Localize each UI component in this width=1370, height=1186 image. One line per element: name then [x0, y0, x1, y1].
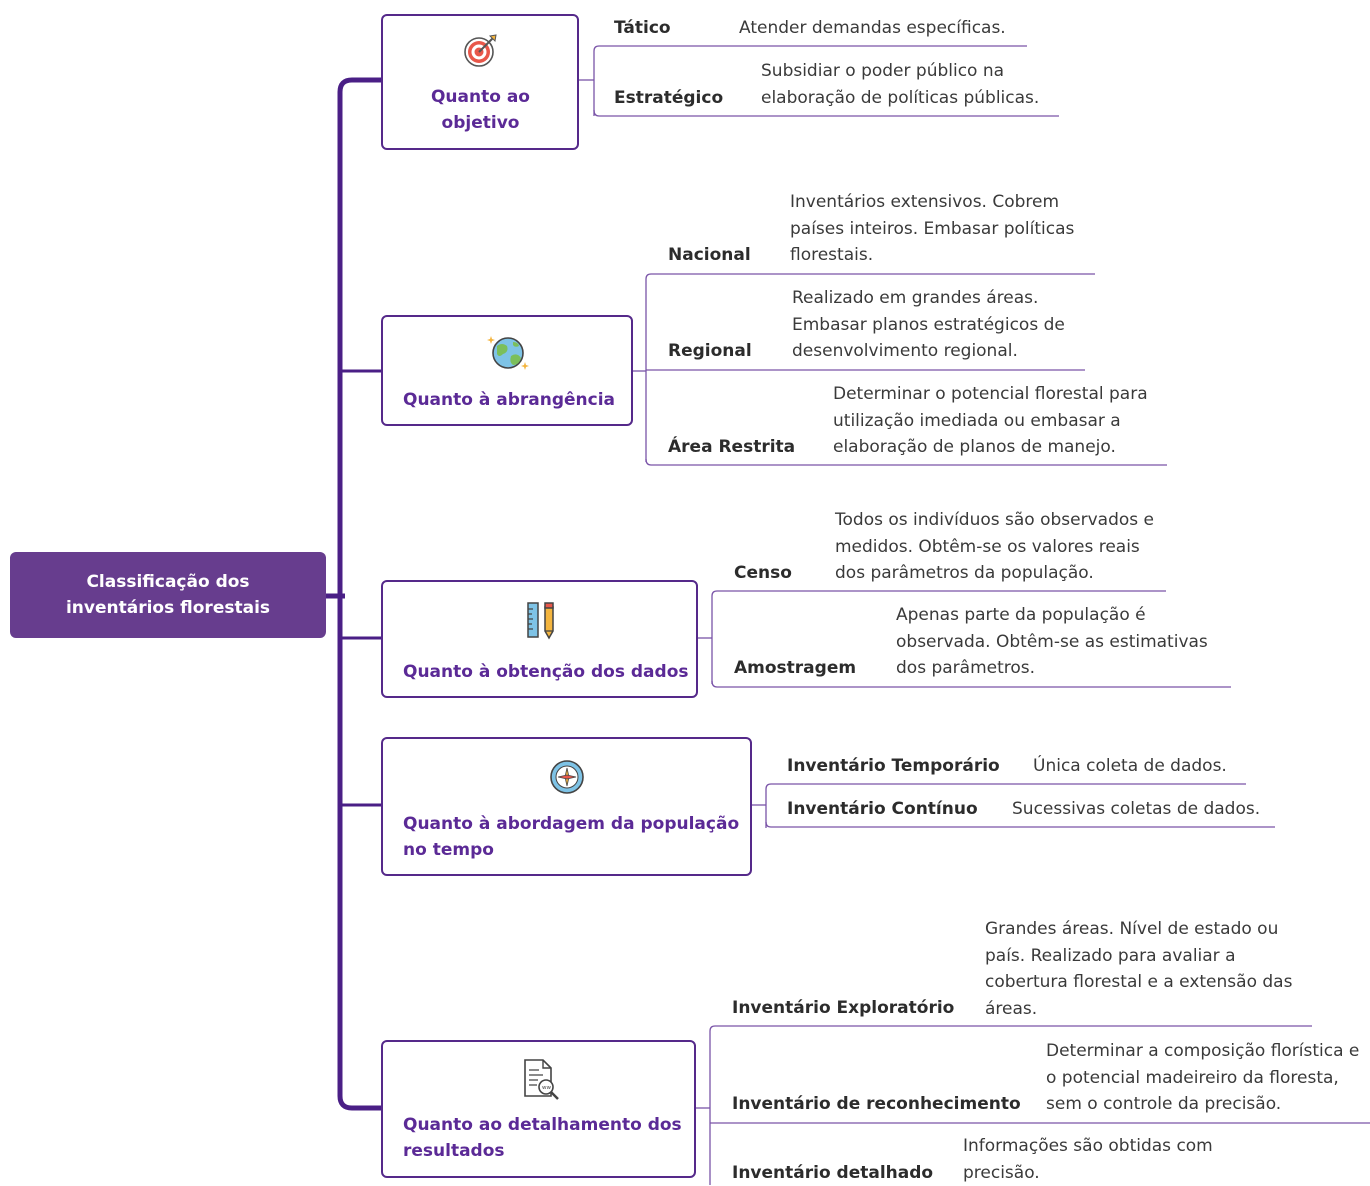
root-title: Classificação dos inventários florestais: [65, 572, 271, 618]
leaf-nacional[interactable]: Nacional: [668, 245, 751, 265]
branch-label: Quanto à obtenção dos dados: [403, 662, 689, 682]
leaf-estrategico[interactable]: Estratégico: [614, 88, 724, 108]
branch-objetivo[interactable]: Quanto ao objetivo: [381, 14, 579, 150]
leaf-continuo-desc: Sucessivas coletas de dados.: [1012, 799, 1261, 819]
leaf-reconhecimento[interactable]: Inventário de reconhecimento: [732, 1094, 1021, 1114]
branch-label: Quanto à abrangência: [403, 390, 616, 410]
leaf-exploratorio-desc: Grandes áreas. Nível de estado ou país. …: [985, 919, 1293, 1019]
leaf-area-restrita[interactable]: Área Restrita: [668, 437, 796, 457]
leaf-reconhecimento-desc: Determinar a composição florística e o p…: [1046, 1041, 1360, 1114]
leaf-detalhado[interactable]: Inventário detalhado: [732, 1163, 934, 1183]
compass-icon: [548, 758, 586, 800]
leaf-tatico-desc: Atender demandas específicas.: [739, 18, 1006, 38]
leaf-continuo[interactable]: Inventário Contínuo: [787, 799, 978, 819]
branch-label: Quanto ao objetivo: [430, 87, 530, 133]
leaf-detalhado-desc: Informações são obtidas com precisão.: [963, 1136, 1213, 1183]
leaf-censo[interactable]: Censo: [734, 563, 792, 583]
leaf-nacional-desc: Inventários extensivos. Cobrem países in…: [790, 192, 1075, 265]
branch-obtencao[interactable]: Quanto à obtenção dos dados: [381, 580, 698, 698]
branch-abrangencia[interactable]: Quanto à abrangência: [381, 315, 633, 426]
leaf-area-restrita-desc: Determinar o potencial florestal para ut…: [833, 384, 1148, 457]
branch-tempo[interactable]: Quanto à abordagem da população no tempo: [381, 737, 752, 876]
branch-label: Quanto à abordagem da população no tempo: [403, 814, 740, 860]
leaf-regional-desc: Realizado em grandes áreas. Embasar plan…: [792, 288, 1065, 361]
leaf-temporario[interactable]: Inventário Temporário: [787, 756, 1000, 776]
document-search-icon: ww: [521, 1058, 561, 1104]
root-node[interactable]: Classificação dos inventários florestais: [10, 552, 326, 638]
svg-text:ww: ww: [542, 1085, 551, 1091]
branch-label: Quanto ao detalhamento dos resultados: [403, 1115, 682, 1161]
leaf-amostragem[interactable]: Amostragem: [734, 658, 857, 678]
target-icon: [463, 32, 499, 72]
leaf-estrategico-desc: Subsidiar o poder público na elaboração …: [761, 61, 1040, 108]
leaf-amostragem-desc: Apenas parte da população é observada. O…: [896, 605, 1208, 678]
leaf-tatico[interactable]: Tático: [614, 18, 671, 38]
leaf-censo-desc: Todos os indivíduos são observados e med…: [835, 510, 1154, 583]
leaf-regional[interactable]: Regional: [668, 341, 752, 361]
ruler-pencil-icon: [525, 601, 559, 645]
leaf-temporario-desc: Única coleta de dados.: [1033, 756, 1227, 776]
globe-icon: [487, 332, 529, 376]
branch-detalhamento[interactable]: ww Quanto ao detalhamento dos resultados: [381, 1040, 696, 1178]
leaf-exploratorio[interactable]: Inventário Exploratório: [732, 998, 955, 1018]
